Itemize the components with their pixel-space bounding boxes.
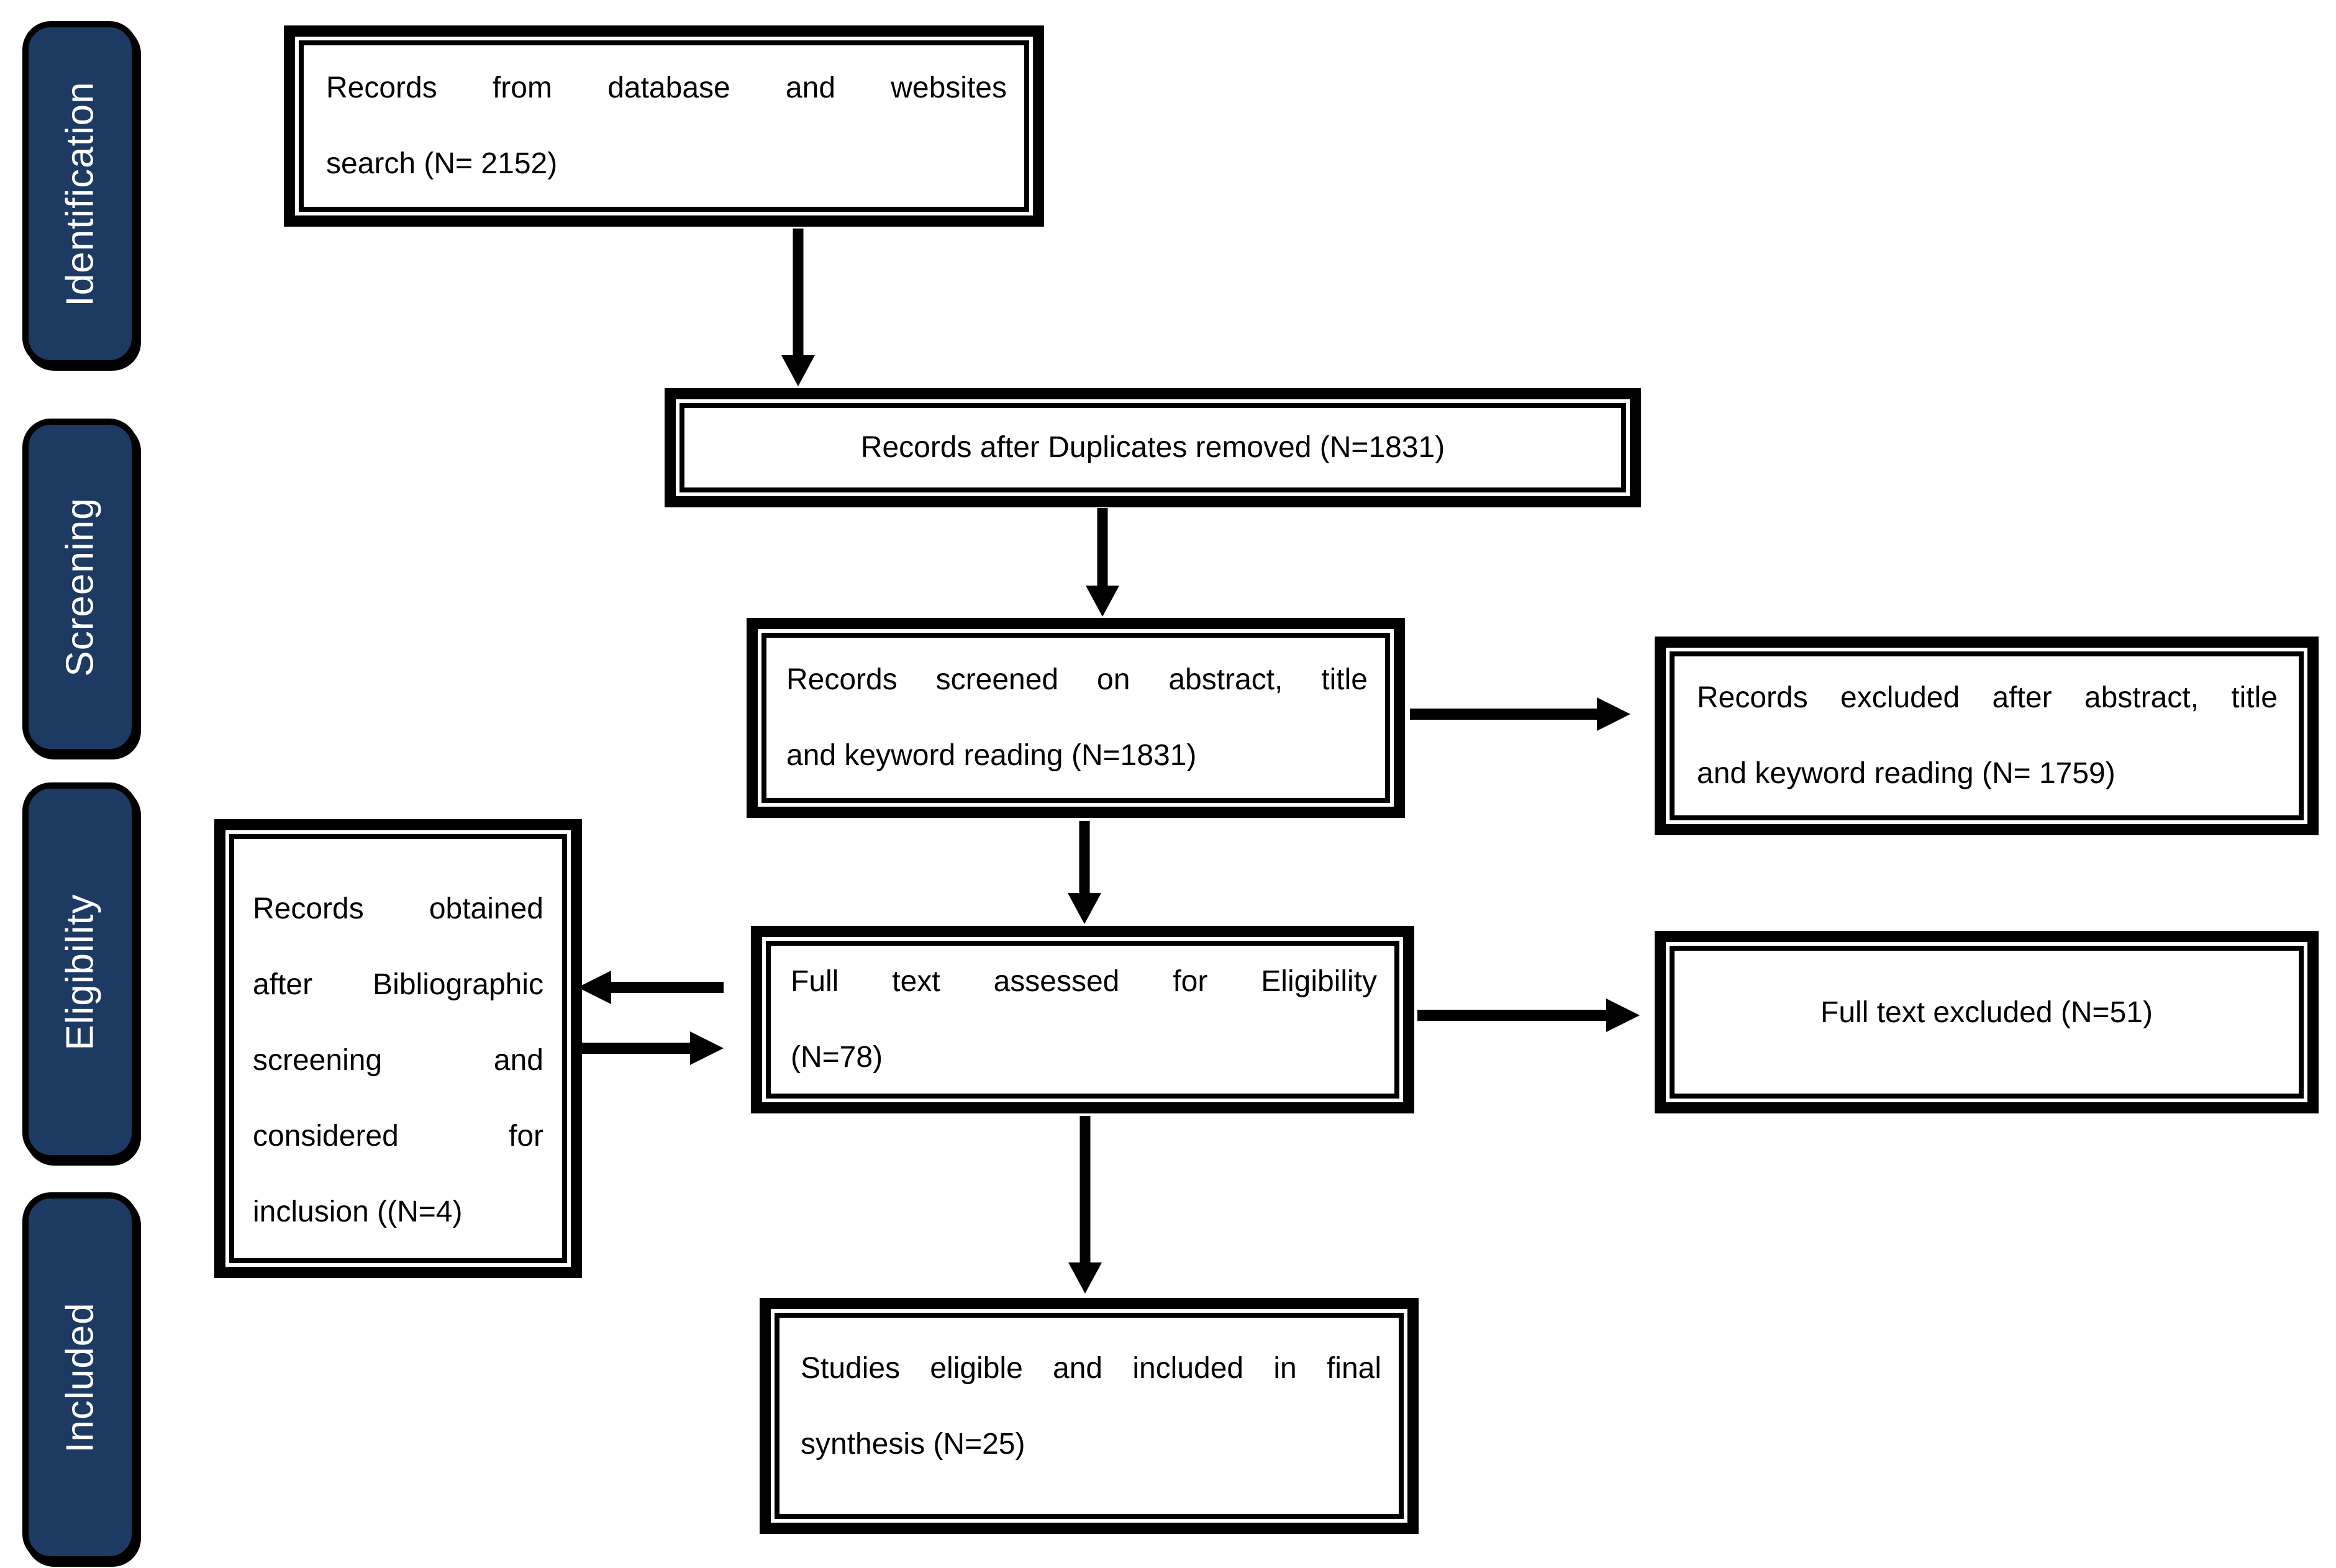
box-line: Records obtained [253, 892, 543, 925]
box-line: screening and [253, 1044, 543, 1077]
box-line: inclusion ((N=4) [253, 1195, 463, 1228]
box-line: Studies eligible and included in final [801, 1352, 1381, 1385]
arrow-fulltext-to-bibliographic [578, 971, 724, 1004]
box-inner-border: Records after Duplicates removed (N=1831… [679, 403, 1626, 492]
box-line: synthesis (N=25) [801, 1428, 1025, 1461]
box-inner-border: Records from database and websites searc… [299, 40, 1029, 212]
box-records-screened: Records screened on abstract, title and … [747, 618, 1405, 818]
box-line: Records after Duplicates removed (N=1831… [860, 431, 1445, 464]
arrow-shaft [1410, 709, 1604, 720]
box-final-synthesis: Studies eligible and included in final s… [760, 1298, 1419, 1534]
stage-label: Screening [58, 497, 102, 677]
arrow-shaft [1079, 821, 1090, 898]
arrow-head-left-icon [578, 971, 611, 1004]
arrow-shaft [1079, 1116, 1091, 1267]
box-fulltext-assessed: Full text assessed for Eligibility (N=78… [751, 926, 1414, 1113]
arrow-head-right-icon [1606, 999, 1640, 1032]
box-duplicates-removed: Records after Duplicates removed (N=1831… [665, 388, 1641, 507]
box-line: search (N= 2152) [326, 147, 558, 180]
arrow-head-down-icon [1086, 586, 1119, 617]
arrow-head-right-icon [690, 1031, 724, 1065]
box-line: Full text excluded (N=51) [1820, 996, 2153, 1029]
stage-identification: Identification [22, 21, 138, 366]
box-fulltext-excluded: Full text excluded (N=51) [1655, 931, 2319, 1113]
box-records-search: Records from database and websites searc… [284, 25, 1044, 227]
box-inner-border: Records screened on abstract, title and … [761, 633, 1390, 803]
stage-eligibility: Eligibility [22, 782, 138, 1161]
arrow-head-down-icon [1068, 1262, 1102, 1294]
stage-label: Included [58, 1302, 102, 1453]
arrow-bibliographic-to-fulltext [578, 1031, 724, 1065]
box-line: considered for [253, 1120, 543, 1153]
box-inner-border: Studies eligible and included in final s… [775, 1313, 1404, 1519]
stage-screening: Screening [22, 419, 138, 755]
box-records-excluded: Records excluded after abstract, title a… [1655, 637, 2319, 835]
stage-included: Included [22, 1192, 138, 1562]
arrow-search-to-duplicates [781, 229, 815, 386]
arrow-screened-to-fulltext [1068, 821, 1101, 924]
stage-label: Identification [58, 81, 102, 307]
arrow-shaft [578, 1043, 698, 1054]
box-inner-border: Full text assessed for Eligibility (N=78… [766, 941, 1399, 1099]
box-line: after Bibliographic [253, 968, 543, 1001]
stage-label: Eligibility [58, 893, 102, 1051]
box-line: Full text assessed for Eligibility [791, 965, 1377, 998]
arrow-head-down-icon [1068, 893, 1101, 924]
arrow-head-down-icon [781, 355, 815, 386]
box-inner-border: Full text excluded (N=51) [1670, 946, 2304, 1099]
box-line: Records screened on abstract, title [786, 663, 1368, 696]
box-line: Records excluded after abstract, title [1697, 681, 2278, 714]
arrow-shaft [793, 229, 804, 360]
box-line: (N=78) [791, 1041, 883, 1074]
box-line: and keyword reading (N=1831) [786, 739, 1197, 772]
arrow-duplicates-to-screened [1086, 508, 1119, 617]
box-line: and keyword reading (N= 1759) [1697, 757, 2116, 790]
box-inner-border: Records excluded after abstract, title a… [1670, 651, 2304, 820]
box-bibliographic-records: Records obtained after Bibliographic scr… [214, 819, 582, 1278]
arrow-shaft [604, 982, 724, 993]
box-line: Records from database and websites [326, 71, 1007, 104]
arrow-shaft [1417, 1010, 1614, 1021]
arrow-shaft [1097, 508, 1108, 591]
arrow-screened-to-excluded [1410, 697, 1630, 731]
box-inner-border: Records obtained after Bibliographic scr… [229, 834, 567, 1263]
arrow-fulltext-to-synthesis [1068, 1116, 1102, 1294]
arrow-head-right-icon [1597, 697, 1630, 731]
arrow-fulltext-to-excluded [1417, 999, 1640, 1032]
